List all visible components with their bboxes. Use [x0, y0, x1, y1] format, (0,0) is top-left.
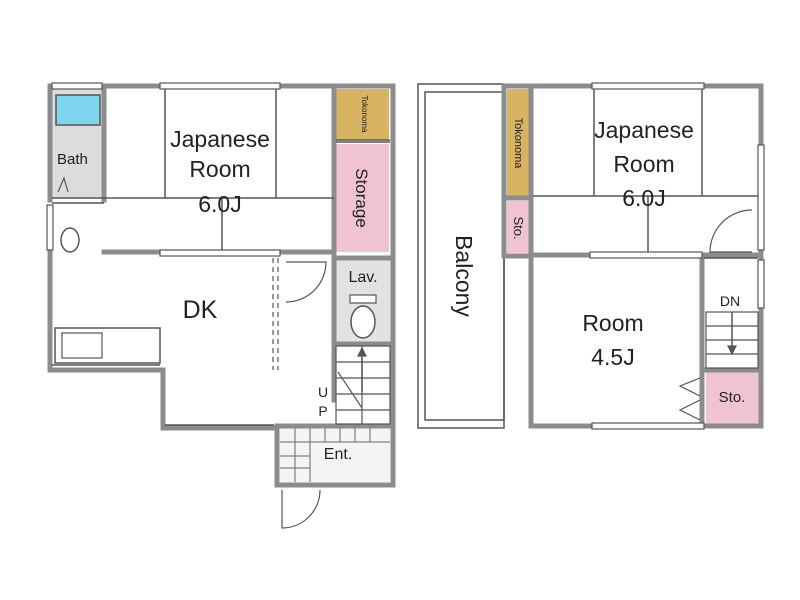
upper-windows: [589, 82, 765, 430]
upper-floor: Balcony Tokonoma Sto. Japanese Room 6.0J…: [417, 82, 765, 430]
ground-windows: [46, 82, 281, 257]
balcony-label: Balcony: [451, 235, 477, 317]
japanese-room-label-upper-line1: Japanese: [594, 117, 694, 143]
door-swing-upper-room: [709, 209, 753, 253]
door-swing-entrance: [281, 489, 321, 529]
toilet-bowl: [350, 305, 376, 339]
tokonoma-alcove-upper: [507, 89, 529, 196]
up-label-u: U: [318, 384, 328, 400]
bath-drain-icon: [57, 176, 69, 193]
bathtub: [55, 94, 101, 126]
down-label: DN: [720, 293, 740, 309]
tokonoma-alcove: [336, 89, 389, 140]
sliding-door-dashed: [272, 258, 279, 370]
closet-door-swing: [678, 377, 701, 421]
japanese-room-size: 6.0J: [198, 191, 241, 217]
japanese-room-label-line2: Room: [189, 156, 250, 182]
bath-label: Bath: [57, 151, 88, 168]
tokonoma-label-upper: Tokonoma: [512, 118, 524, 170]
storage-small-label: Sto.: [511, 216, 526, 239]
toilet-tank: [349, 294, 377, 304]
entrance-tiles: [280, 428, 390, 482]
wc-toilet: [60, 227, 80, 253]
japanese-room-size-upper: 6.0J: [622, 185, 665, 211]
storage-corner-upper: [706, 372, 759, 424]
tokonoma-label: Tokonoma: [360, 96, 369, 133]
ground-thin-lines: [52, 89, 390, 426]
room-label: Room: [582, 310, 643, 336]
room-size: 4.5J: [591, 344, 634, 370]
up-label-p: P: [318, 403, 327, 419]
upper-thin-lines: [533, 89, 758, 259]
dk-label: DK: [183, 296, 218, 324]
stairs-down: [705, 311, 759, 369]
stairs-up: [335, 345, 391, 425]
lavatory-label: Lav.: [348, 269, 377, 286]
ground-floor: Bath Japanese Room 6.0J Tokonoma Storage…: [46, 82, 396, 529]
storage-small-upper: [507, 201, 529, 253]
entrance-area: [280, 428, 390, 482]
storage-closet: [336, 144, 389, 252]
sink: [61, 332, 103, 359]
japanese-room-label-line1: Japanese: [170, 126, 270, 152]
storage-corner-label: Sto.: [719, 389, 746, 406]
japanese-room-label-upper-line2: Room: [613, 151, 674, 177]
entrance-label: Ent.: [324, 446, 352, 463]
storage-label: Storage: [352, 168, 371, 228]
door-swing-dk: [285, 261, 327, 303]
